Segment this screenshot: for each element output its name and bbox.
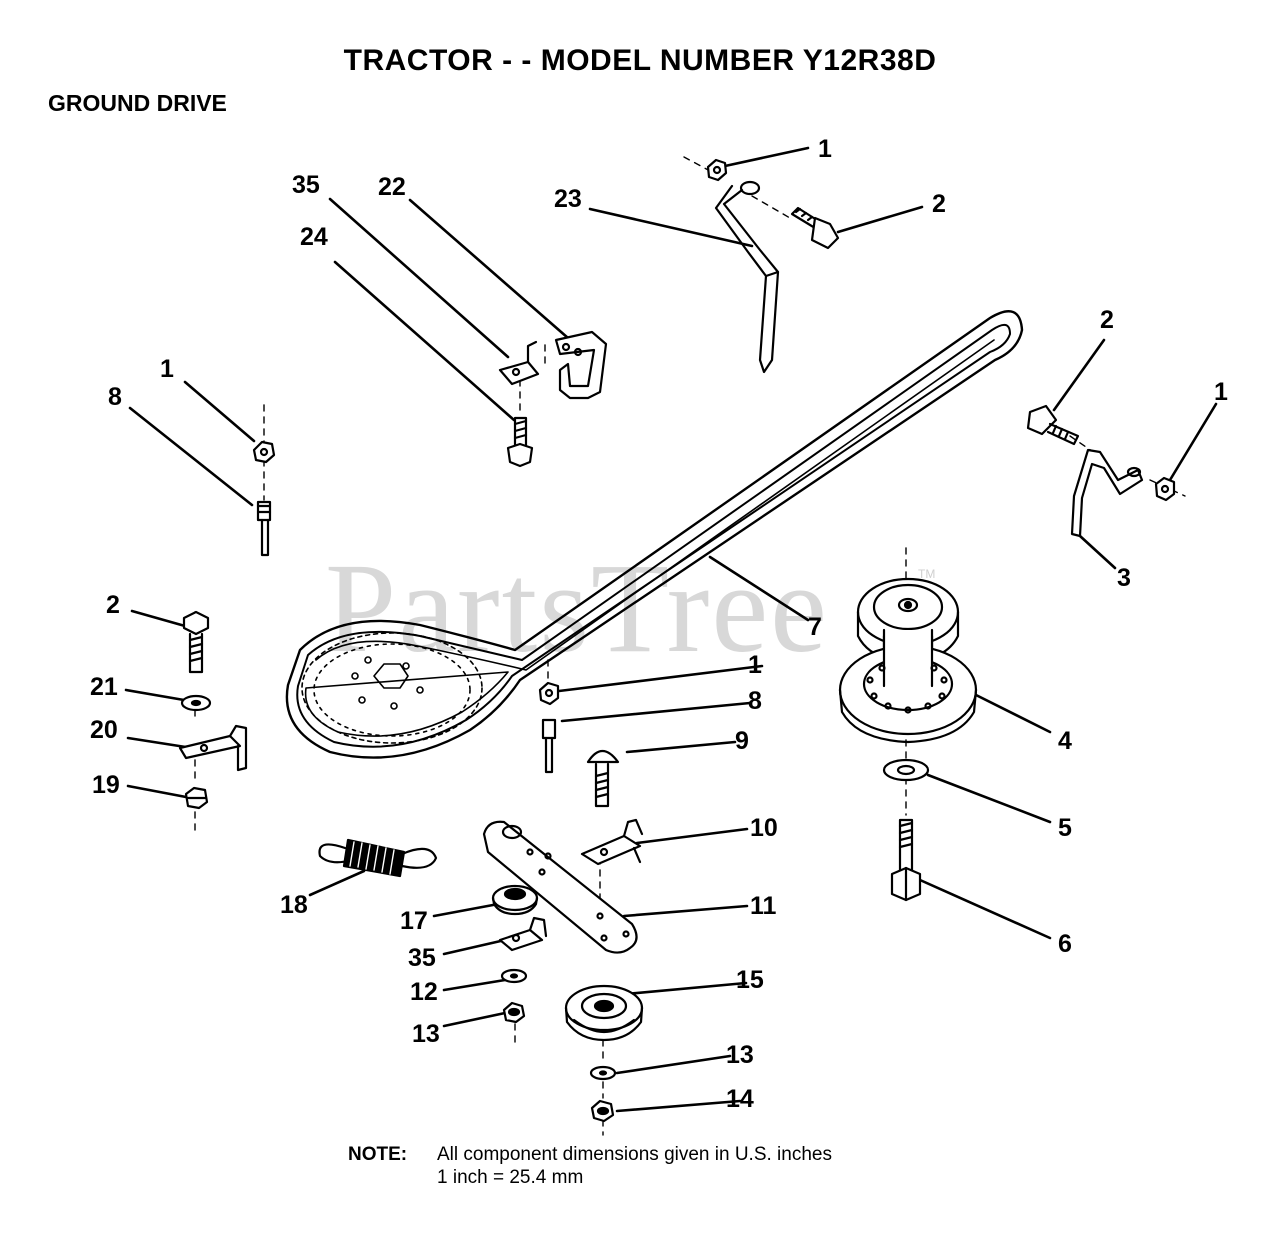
callout-numbers: 1 2 23 35 22 24 2 1 3 1 8 7 2 21 20 19 1… [90,135,1228,1113]
part-washer-13-bottom [589,1065,617,1081]
callout-8-center: 8 [748,687,762,715]
part-clip-35-bottom [498,916,548,952]
part-spring-18 [318,838,438,878]
part-nut-15 [502,1001,526,1024]
part-stud-8-left [256,500,272,557]
part-bracket-20 [178,724,248,772]
callout-13-left: 12 [410,978,438,1006]
part-nut-19 [184,786,209,810]
watermark-trademark: TM [918,567,936,581]
part-clip-35-top [498,340,540,386]
callout-2-right: 2 [1100,306,1114,334]
callout-23: 23 [554,185,582,213]
callout-7: 7 [808,613,822,641]
callout-21: 21 [90,673,118,701]
part-clip-10 [580,818,644,866]
part-pulley-12 [564,984,644,1042]
section-title: GROUND DRIVE [48,90,227,116]
drive-pulley [301,632,483,744]
part-nut-1-center [538,681,560,706]
callout-3: 3 [1117,564,1131,592]
part-rod-23 [714,180,780,374]
callout-1-right: 1 [1214,378,1228,406]
callout-10: 10 [750,814,778,842]
callout-14: 14 [726,1085,754,1113]
part-nut-1-top [706,158,728,182]
callout-4: 4 [1058,727,1072,755]
callout-11: 11 [750,892,777,920]
part-pulley-4 [838,577,978,744]
part-bolt-2-left [182,610,210,674]
part-washer-21 [180,694,212,712]
part-nut-1-left [252,440,276,464]
callout-19: 19 [92,771,120,799]
part-carriage-bolt-9 [586,749,620,808]
callout-35-bottom: 35 [408,944,436,972]
part-bolt-2-top [790,206,840,250]
note-conversion: 1 inch = 25.4 mm [437,1167,584,1188]
note-label: NOTE: [348,1144,408,1165]
leader-lines [124,146,1218,1113]
callout-17: 17 [400,907,428,935]
part-bolt-24 [506,416,534,468]
part-washer-13-left [500,968,528,984]
page-title: TRACTOR - - MODEL NUMBER Y12R38D [343,44,937,77]
part-nut-1-right [1154,476,1176,502]
note-text: All component dimensions given in U.S. i… [437,1144,832,1165]
callout-22: 22 [378,173,406,201]
callout-6: 6 [1058,930,1072,958]
callout-9: 9 [735,727,749,755]
callout-13-bottom: 13 [726,1041,754,1069]
part-bracket-22 [554,330,608,400]
callout-24: 24 [300,223,328,251]
callout-2-left: 2 [106,591,120,619]
callout-15: 13 [412,1020,440,1048]
callout-18: 18 [280,891,308,919]
callout-12: 15 [736,966,764,994]
part-nut-14 [590,1099,615,1123]
part-washer-5 [882,758,930,782]
callout-1-left: 1 [160,355,174,383]
part-bolt-6 [890,818,922,902]
callout-8-left: 8 [108,383,122,411]
callout-1-top: 1 [818,135,832,163]
part-idler-arm-11 [482,820,638,954]
part-washer-17 [491,884,539,916]
part-stud-8-center [541,718,557,774]
callout-2-top: 2 [932,190,946,218]
callout-20: 20 [90,716,118,744]
callout-5: 5 [1058,814,1072,842]
callout-1-center: 1 [748,651,762,679]
part-rod-3 [1070,448,1144,538]
part-bolt-2-right [1026,404,1080,446]
callout-35-top: 35 [292,171,320,199]
